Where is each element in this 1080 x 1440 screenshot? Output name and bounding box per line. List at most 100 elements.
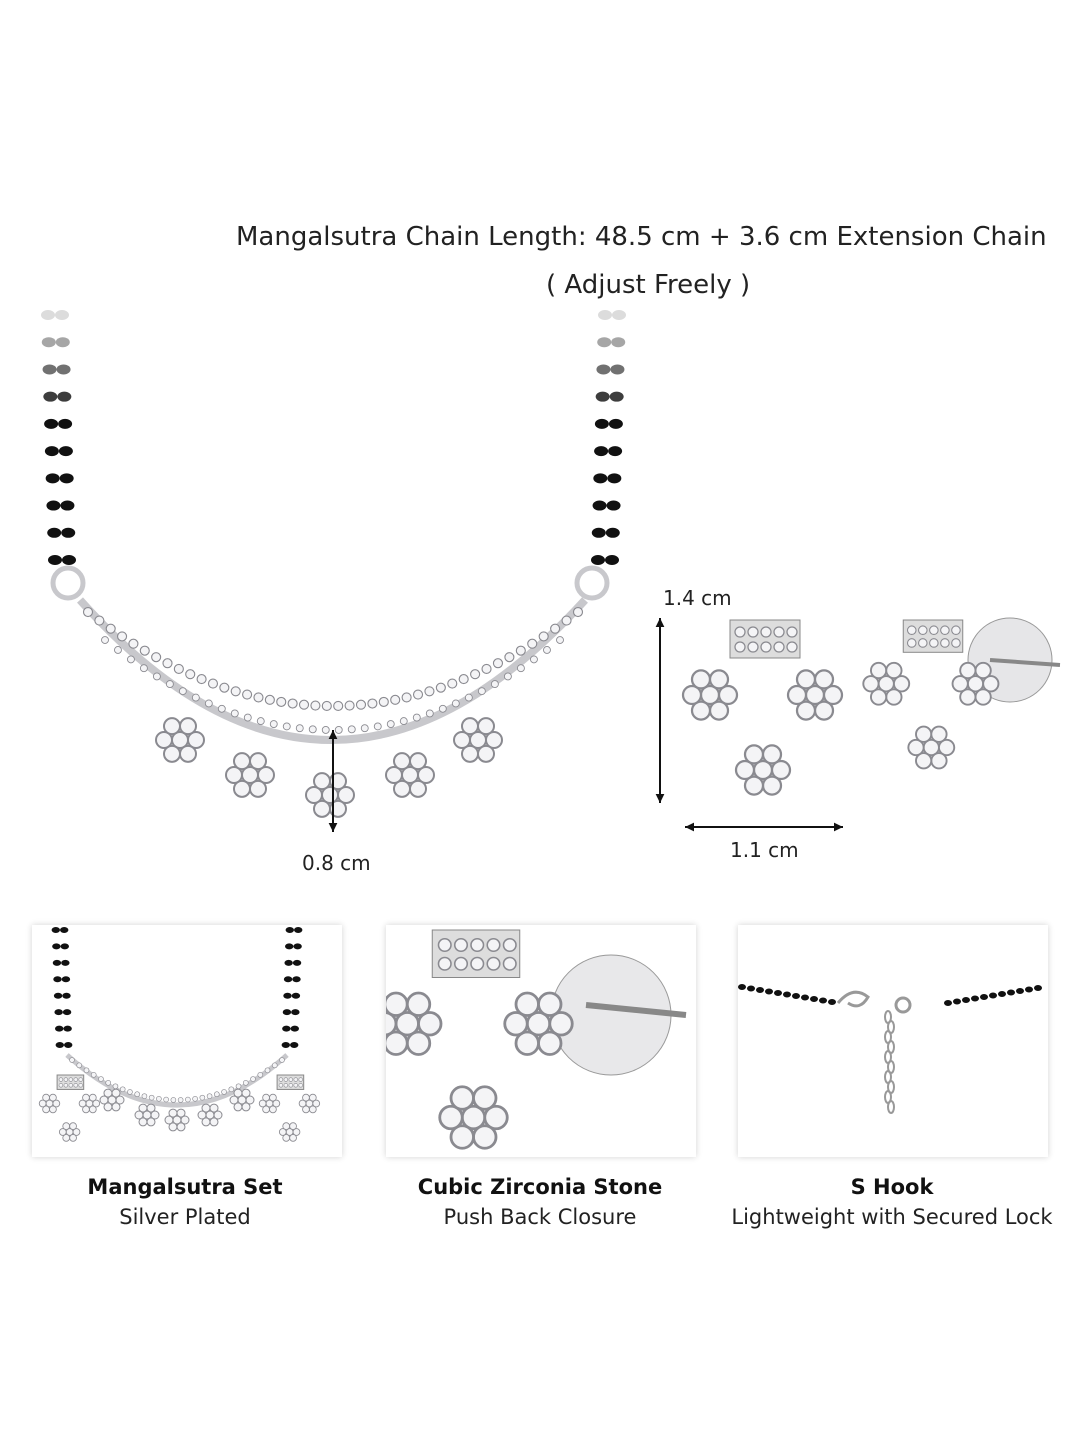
cz-stone — [139, 645, 150, 656]
cz-stone — [146, 1117, 156, 1127]
cz-stone — [63, 1083, 69, 1088]
cz-stone — [386, 991, 409, 1017]
black-bead — [62, 992, 71, 999]
cz-stone — [572, 606, 584, 618]
cz-stone — [287, 698, 298, 709]
cz-stone — [486, 937, 501, 953]
cz-stone — [241, 1088, 251, 1098]
cz-stone — [424, 686, 435, 697]
cz-stone — [502, 937, 517, 953]
black-bead — [53, 992, 63, 999]
cz-stone — [69, 1122, 77, 1130]
cz-stone — [72, 1128, 81, 1136]
cz-stone — [49, 1093, 57, 1102]
black-bead — [52, 959, 62, 966]
black-bead — [53, 976, 62, 983]
cz-stone — [786, 684, 808, 706]
cz-stone — [453, 731, 471, 749]
cz-stone — [477, 744, 495, 763]
black-bead — [59, 473, 74, 484]
cz-stone — [52, 1099, 61, 1108]
cz-stone — [283, 1077, 289, 1082]
black-bead — [292, 959, 302, 966]
cz-stone — [310, 700, 321, 711]
cz-stone — [99, 1095, 109, 1105]
black-bead — [285, 943, 294, 950]
cz-stone — [76, 1062, 83, 1069]
cz-stone — [69, 1057, 75, 1063]
cz-stone — [333, 700, 344, 712]
cz-stone — [233, 1102, 243, 1112]
cz-stone — [556, 636, 564, 644]
cz-stone — [278, 1077, 284, 1082]
black-bead — [612, 310, 626, 320]
black-bead — [792, 993, 800, 999]
feature-title: Cubic Zirconia Stone — [417, 1175, 663, 1199]
cz-stone — [438, 704, 447, 713]
cz-stone — [148, 1094, 155, 1101]
cz-stone — [82, 606, 94, 618]
cz-stone — [279, 1057, 285, 1063]
cz-stone — [313, 772, 331, 791]
cz-stone — [298, 1083, 303, 1088]
cz-stone — [690, 669, 712, 690]
cz-stone — [773, 641, 785, 653]
cz-stone — [82, 1105, 90, 1114]
cz-stone — [90, 1072, 97, 1078]
cz-stone — [128, 638, 139, 649]
cz-stone — [217, 704, 226, 713]
cz-stone — [813, 669, 835, 690]
cz-stone — [230, 686, 241, 697]
cz-stone — [373, 722, 382, 731]
cz-stone — [42, 1105, 50, 1114]
black-bead — [43, 391, 58, 402]
cz-stone — [378, 696, 389, 707]
cz-stone — [401, 692, 412, 703]
cz-stone — [514, 1030, 540, 1056]
cz-stone — [929, 638, 939, 648]
cz-stone — [438, 1104, 464, 1131]
black-bead — [765, 988, 773, 995]
arrow-head-icon — [328, 730, 338, 740]
cz-stone — [228, 1086, 235, 1093]
black-bead — [41, 337, 56, 348]
cz-stone — [73, 1077, 78, 1082]
cz-stone — [82, 1093, 90, 1102]
feature-subtitle: Lightweight with Secured Lock — [731, 1205, 1053, 1229]
cz-stone — [470, 937, 485, 953]
cz-stone — [58, 1128, 67, 1136]
cz-stone — [681, 684, 703, 706]
black-bead — [291, 1009, 300, 1016]
arrow-head-icon — [328, 822, 338, 832]
cz-stone — [241, 1102, 251, 1112]
black-bead — [45, 473, 60, 484]
cz-stone — [112, 1083, 119, 1090]
cz-stone — [490, 680, 499, 689]
black-bead — [596, 364, 611, 375]
s-hook-icon — [836, 990, 870, 1008]
s-hook-image — [738, 984, 1042, 1114]
cz-stone — [185, 669, 196, 680]
black-bead — [605, 555, 619, 565]
cz-stone — [761, 775, 783, 796]
cz-stone — [119, 1086, 126, 1093]
black-bead — [62, 555, 76, 565]
cz-stone — [386, 1030, 409, 1056]
cz-stone — [930, 725, 948, 743]
cz-stone — [344, 700, 355, 711]
cz-stone — [58, 1077, 64, 1082]
cz-stone — [165, 680, 174, 689]
cz-stone — [906, 625, 917, 635]
black-bead — [828, 999, 836, 1005]
feature-title: S Hook — [850, 1175, 934, 1199]
cz-stone — [163, 744, 181, 763]
pendant-band — [77, 597, 588, 744]
cz-stone — [321, 700, 332, 712]
black-bead — [611, 337, 626, 348]
cz-stone — [103, 1102, 113, 1112]
cz-stone — [417, 766, 435, 784]
black-bead — [51, 927, 60, 933]
cz-stone — [937, 738, 956, 757]
cz-stone — [485, 731, 503, 749]
cz-stone — [822, 684, 844, 706]
